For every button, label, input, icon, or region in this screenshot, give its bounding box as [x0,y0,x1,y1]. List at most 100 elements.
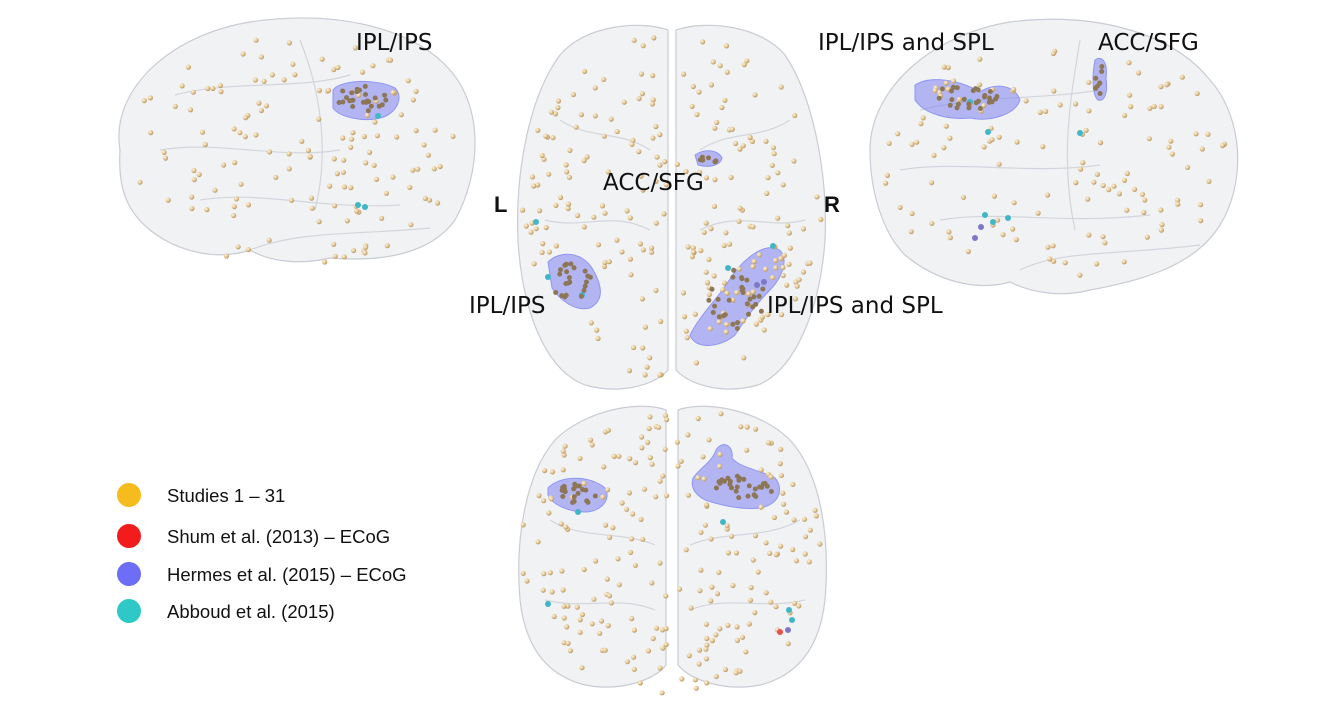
cluster-dot [717,480,723,486]
cluster-dot [570,500,576,505]
study-dot [626,490,633,496]
study-dot [199,129,206,135]
study-dot [372,119,378,125]
study-dot [560,448,566,454]
study-dot [374,133,380,139]
study-dot [539,152,545,159]
cluster-dot [966,101,972,107]
study-dot [350,130,356,136]
study-dot [768,599,774,605]
study-dot [581,480,587,487]
study-dot [308,195,315,201]
study-dot [1045,192,1051,198]
hermes-dot [972,235,978,241]
study-dot [956,96,962,102]
study-dot [722,97,728,103]
study-dot [680,290,687,296]
study-dot [542,468,548,474]
cluster-dot [558,267,563,273]
study-dot [629,616,635,622]
cluster-dot [340,99,346,105]
study-dot [981,144,987,150]
study-dot [413,88,419,94]
study-dot [734,624,740,630]
study-dot [717,63,723,69]
study-dot [724,290,730,296]
study-dot [724,69,730,75]
study-dot [649,461,655,467]
study-dot [749,138,756,144]
study-dot [649,249,655,255]
cluster-dot [363,92,368,97]
study-dot [523,223,529,229]
study-dot [616,582,622,588]
study-dot [918,121,924,127]
study-dot [316,87,322,94]
study-dot [1175,201,1181,207]
study-dot [759,314,766,320]
cluster-dot [760,286,766,292]
cluster-dot [751,294,757,300]
study-dot [675,463,681,469]
study-dot [650,72,656,79]
study-dot [744,447,750,453]
legend-swatch-abboud [117,599,141,623]
study-dot [331,241,337,247]
study-dot [717,463,723,469]
study-dot [770,145,777,151]
study-dot [638,173,644,179]
abboud-dot [533,219,539,225]
study-dot [753,426,759,432]
study-dot [780,264,786,270]
study-dot [770,275,776,281]
study-dot [720,287,726,293]
study-dot [690,249,697,255]
study-dot [706,437,712,443]
cluster-dot [1099,69,1105,74]
top-view-ipl-spl-label: IPL/IPS and SPL [767,293,943,319]
study-dot [601,133,607,139]
cluster-dot [730,274,736,280]
study-dot [555,105,561,111]
study-dot [727,241,733,247]
abboud-dot [985,129,991,135]
study-dot [245,247,251,253]
study-dot [730,582,736,589]
study-dot [703,175,710,181]
study-dot [616,453,622,459]
study-dot [640,345,646,351]
study-dot [549,589,555,595]
study-dot [1050,50,1056,57]
study-dot [812,507,818,513]
legend-item-hermes: Hermes et al. (2015) – ECoG [117,562,407,586]
study-dot [610,525,616,531]
cluster-dot [1097,91,1103,96]
study-dot [709,584,715,590]
cluster-dot [559,487,565,493]
study-dot [704,635,710,642]
study-dot [253,132,259,138]
study-dot [341,184,348,190]
abboud-dot [720,519,726,525]
study-dot [656,424,662,430]
study-dot [335,64,341,71]
study-dot [690,245,696,251]
study-dot [1077,272,1083,278]
study-dot [553,243,560,249]
study-dot [1040,144,1046,150]
cluster-dot [966,105,972,111]
study-dot [221,162,227,168]
cluster-dot [582,283,588,289]
study-dot [565,205,571,212]
study-dot [261,78,267,84]
study-dot [678,458,684,464]
study-dot [778,543,784,549]
study-dot [608,600,615,606]
study-dot [286,166,292,172]
study-dot [674,439,680,445]
study-dot [791,158,797,164]
study-dot [786,230,792,236]
study-dot [734,637,741,644]
legend: Studies 1 – 31 Shum et al. (2013) – ECoG… [117,483,407,623]
